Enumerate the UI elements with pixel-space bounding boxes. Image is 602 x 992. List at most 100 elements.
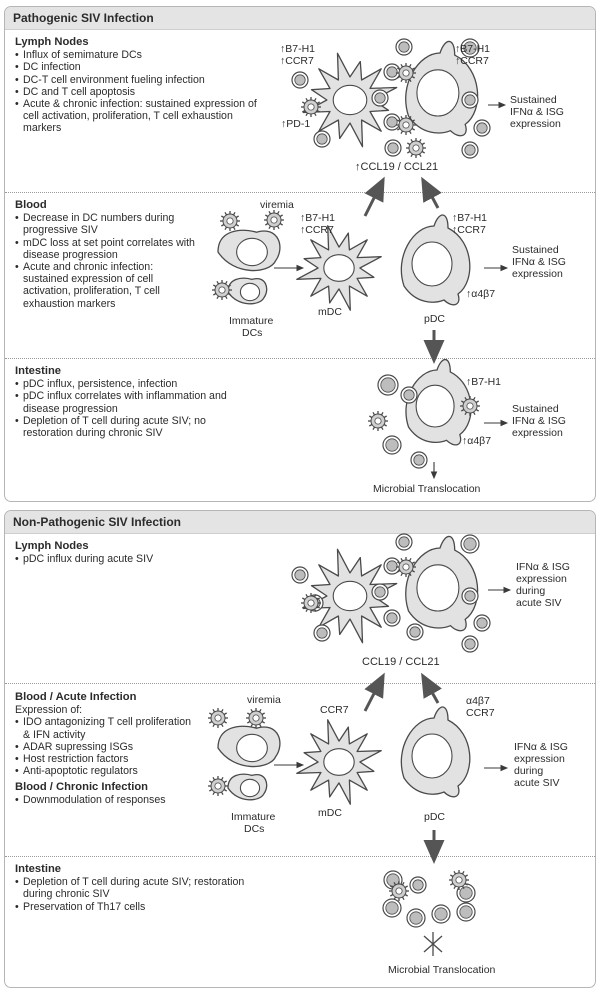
virus-spike	[212, 723, 216, 727]
virus-spike	[393, 896, 397, 900]
virus-particle	[396, 557, 416, 577]
t-cell-nucleus	[464, 590, 476, 602]
t-cell-nucleus	[316, 627, 328, 639]
t-cell-nucleus	[476, 122, 488, 134]
virus-spike	[220, 709, 224, 713]
output-label: expression	[510, 118, 561, 130]
output-label: IFNα & ISG	[512, 415, 566, 427]
virus-spike	[461, 871, 465, 875]
list-item: Anti-apoptotic regulators	[15, 765, 200, 777]
virus-spike	[232, 226, 236, 230]
virus-particle	[264, 210, 284, 230]
virus-spike	[400, 78, 404, 82]
mdc-nucleus	[332, 84, 368, 116]
virus-spike	[313, 608, 317, 612]
list-item: Preservation of Th17 cells	[15, 901, 250, 913]
virus-core	[307, 599, 315, 607]
virus-spike	[209, 720, 213, 724]
panel-header: Pathogenic SIV Infection	[5, 7, 595, 30]
section-title: Blood	[15, 199, 47, 211]
virus-spike	[453, 885, 457, 889]
list-item: Downmodulation of responses	[15, 794, 200, 806]
output-label: expression	[516, 573, 567, 585]
ccr7-label: CCR7	[466, 707, 495, 719]
t-cell-nucleus	[413, 454, 425, 466]
virus-spike	[408, 64, 412, 68]
virus-spike	[223, 712, 227, 716]
pd1-label: ↑PD-1	[281, 118, 310, 130]
ccl-label: CCL19 / CCL21	[362, 656, 440, 668]
blood-text: Blood Decrease in DC numbers during prog…	[15, 199, 200, 310]
virus-spike	[213, 284, 217, 288]
section-title: Intestine	[15, 365, 62, 377]
mdc-marker-label: ↑CCR7	[280, 55, 314, 67]
output-label: IFNα & ISG	[514, 741, 568, 753]
virus-spike	[250, 723, 254, 727]
list-item: Depletion of T cell during acute SIV; re…	[15, 876, 250, 900]
immature-label: Immature	[229, 315, 274, 327]
section-title: Lymph Nodes	[15, 36, 89, 48]
list-item: pDC influx during acute SIV	[15, 553, 265, 565]
output-label: expression	[512, 427, 563, 439]
a4b7-label: α4β7	[466, 695, 490, 707]
virus-spike	[250, 709, 254, 713]
virus-spike	[410, 153, 414, 157]
pdc-nucleus	[411, 241, 453, 287]
t-cell-nucleus	[464, 638, 476, 650]
virus-spike	[305, 112, 309, 116]
virus-spike	[400, 64, 404, 68]
virus-particle	[208, 708, 228, 728]
t-cell-nucleus	[386, 560, 398, 572]
virus-particle	[396, 115, 416, 135]
t-cell-nucleus	[316, 133, 328, 145]
list-item: Acute and chronic infection: sustained e…	[15, 261, 200, 310]
b7-label: ↑B7-H1	[466, 376, 501, 388]
virus-spike	[408, 572, 412, 576]
t-cell-nucleus	[398, 536, 410, 548]
t-cell-nucleus	[385, 438, 399, 452]
mdc-label: mDC	[318, 807, 342, 819]
list-item: DC and T cell apoptosis	[15, 86, 265, 98]
virus-spike	[232, 212, 236, 216]
t-cell-nucleus	[398, 41, 410, 53]
lymph-nodes-text: Lymph Nodes Influx of semimature DCs DC …	[15, 36, 265, 135]
virus-spike	[400, 130, 404, 134]
virus-core	[466, 402, 474, 410]
mdc-marker-label: ↑B7-H1	[300, 212, 335, 224]
microbial-label: Microbial Translocation	[373, 483, 481, 495]
virus-spike	[227, 292, 231, 296]
output-label: Sustained	[512, 244, 559, 256]
a4b7-label: ↑α4β7	[466, 288, 495, 300]
section-divider	[5, 856, 595, 857]
immature-dc-nucleus	[236, 733, 268, 763]
immature-label: DCs	[242, 327, 262, 339]
virus-particle	[208, 776, 228, 796]
blood-text: Blood / Acute Infection Expression of: I…	[15, 691, 200, 806]
list-item: mDC loss at set point correlates with di…	[15, 237, 200, 261]
t-cell-nucleus	[380, 377, 396, 393]
ccl-label: ↑CCL19 / CCL21	[355, 161, 438, 173]
mdc-nucleus	[332, 580, 368, 612]
list-item: Acute & chronic infection: sustained exp…	[15, 98, 265, 135]
virus-spike	[408, 116, 412, 120]
output-label: IFNα & ISG	[516, 561, 570, 573]
output-label: expression	[512, 268, 563, 280]
virus-spike	[224, 212, 228, 216]
virus-core	[402, 121, 410, 129]
list-item: Influx of semimature DCs	[15, 49, 265, 61]
t-cell-nucleus	[385, 901, 399, 915]
virus-core	[307, 103, 315, 111]
virus-spike	[209, 788, 213, 792]
virus-spike	[401, 882, 405, 886]
output-label: Sustained	[510, 94, 557, 106]
virus-spike	[212, 777, 216, 781]
pdc-marker-label: ↑B7-H1	[455, 43, 490, 55]
virus-particle	[368, 411, 388, 431]
t-cell-nucleus	[464, 94, 476, 106]
t-cell-nucleus	[294, 74, 306, 86]
pdc-label: pDC	[424, 811, 445, 823]
virus-spike	[408, 130, 412, 134]
virus-spike	[305, 594, 309, 598]
virus-particle	[389, 881, 409, 901]
